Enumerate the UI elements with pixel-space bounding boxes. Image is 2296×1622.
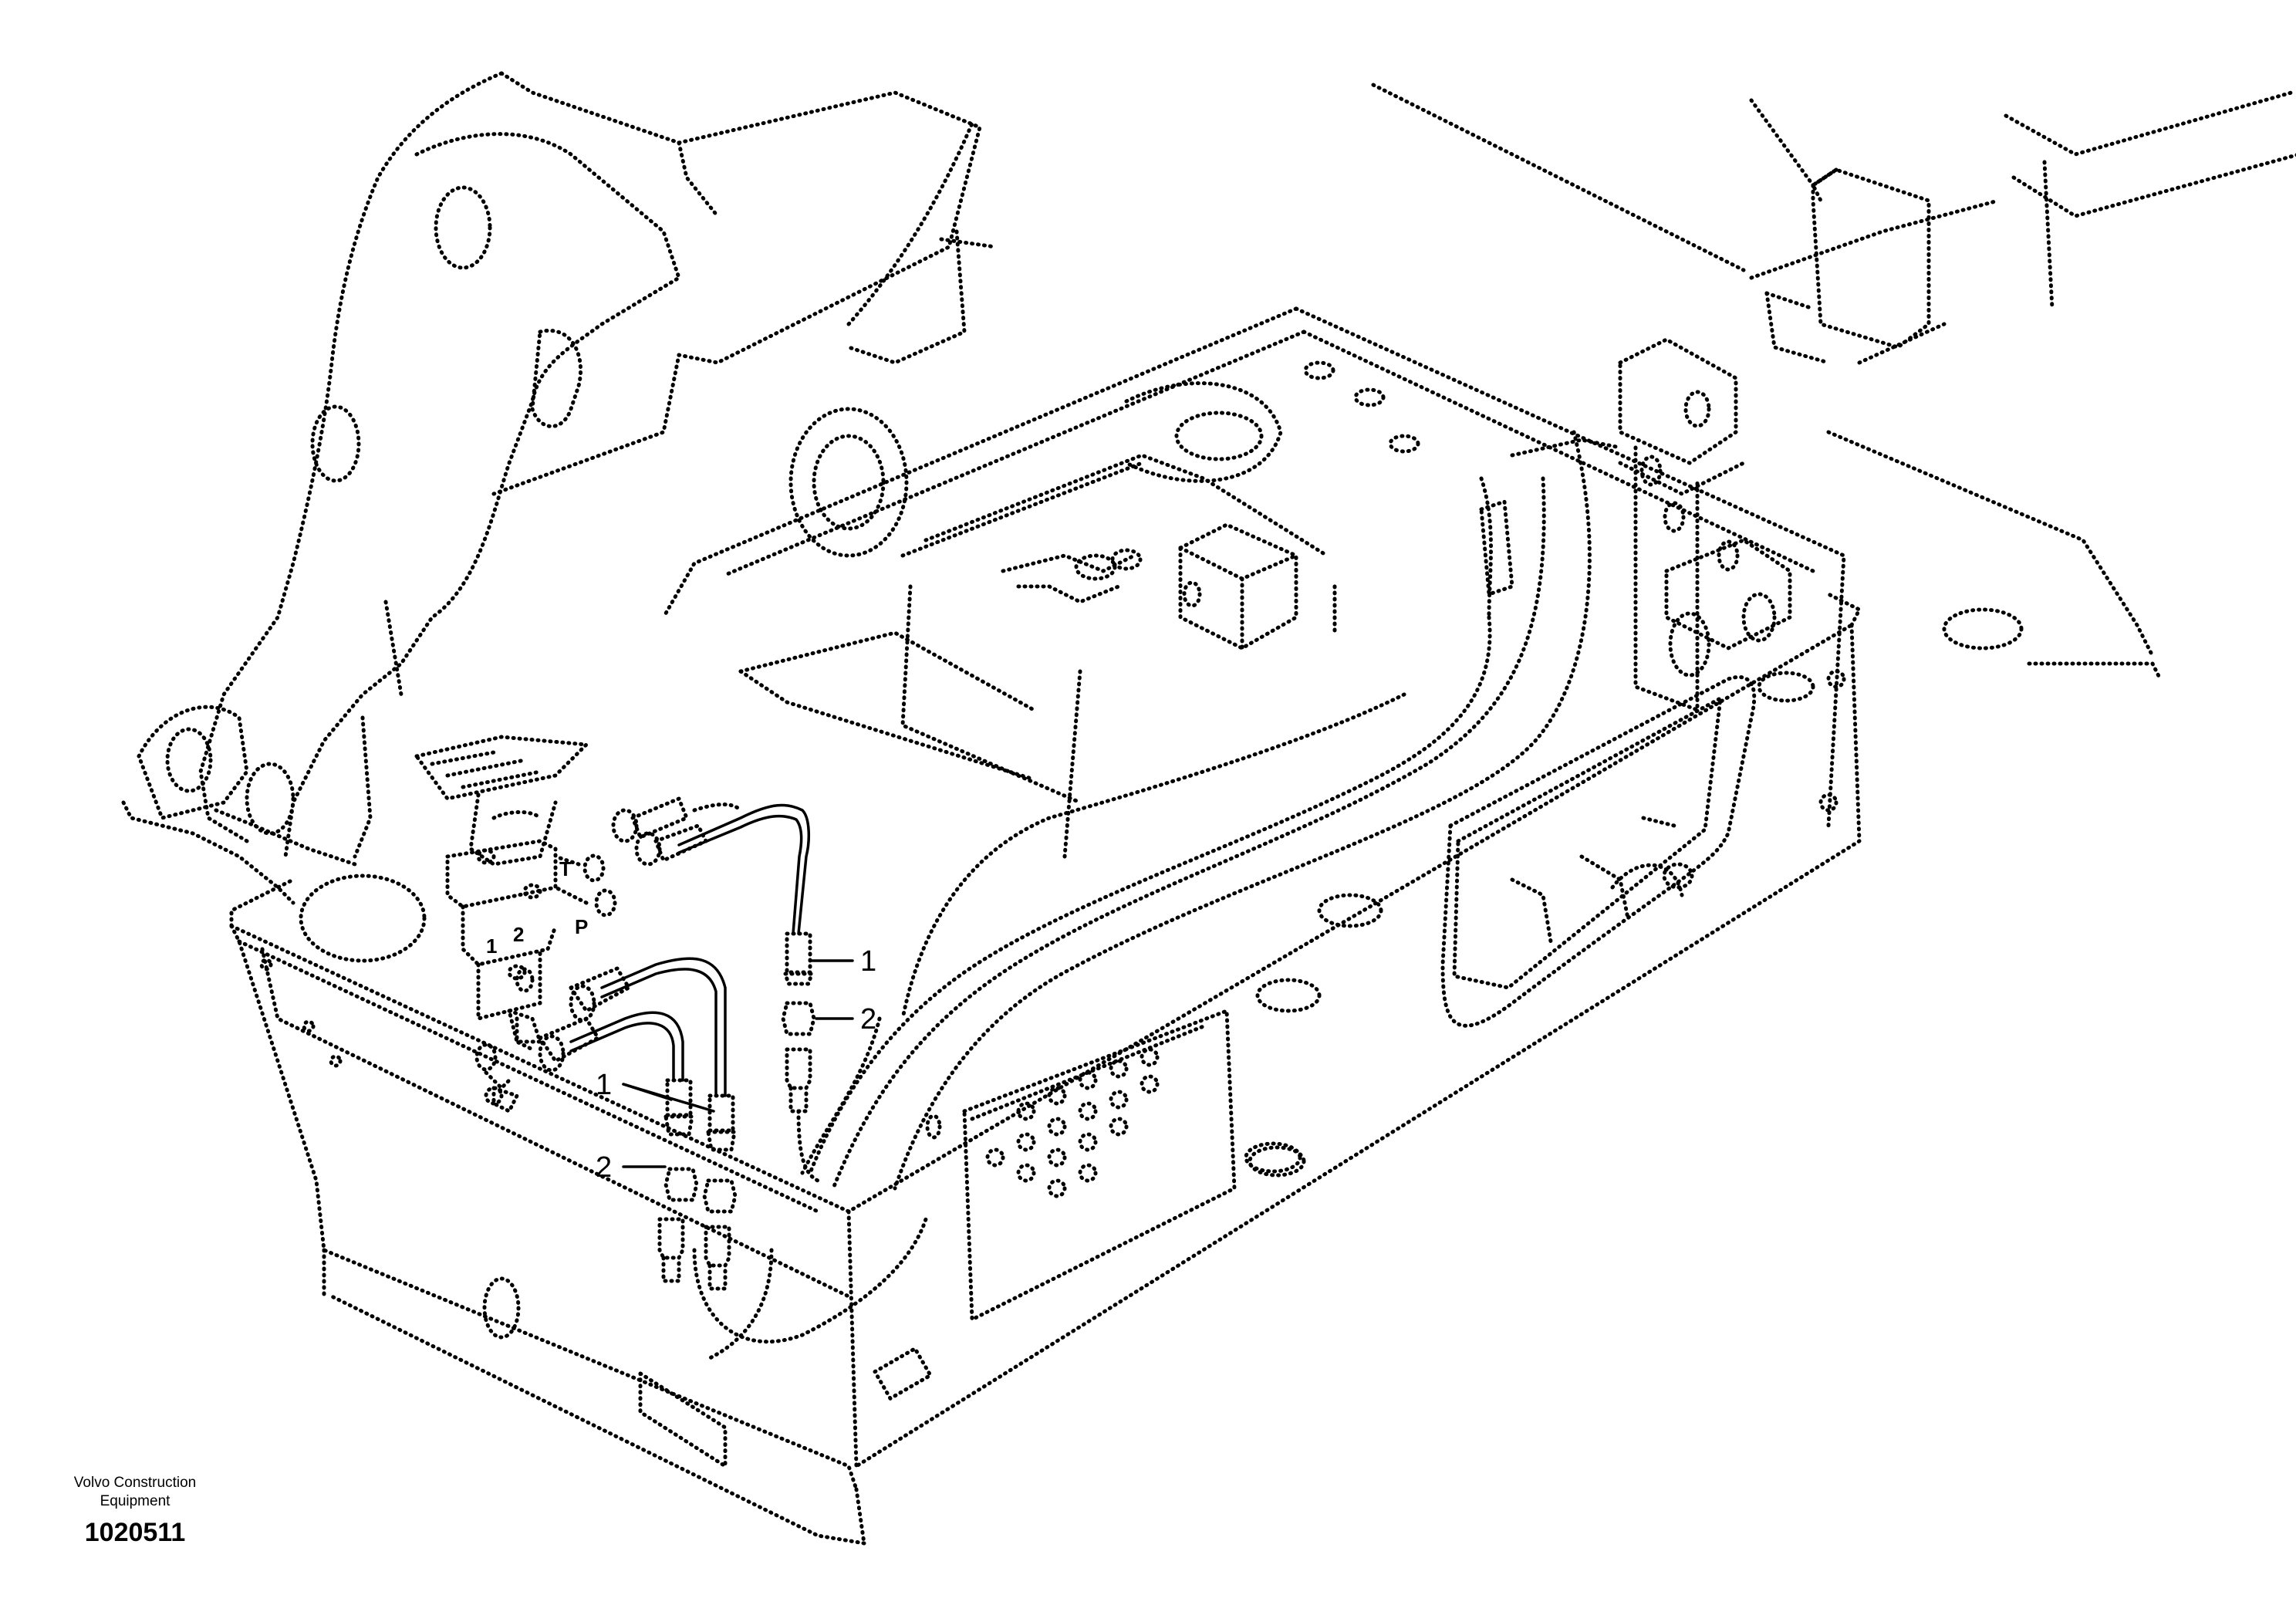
bracket-hole — [245, 762, 295, 836]
test-nipple — [781, 1001, 816, 1036]
hose-fitting — [1074, 553, 1117, 581]
grille — [925, 1009, 1237, 1322]
elbow-fitting — [491, 1086, 519, 1113]
valve-body — [445, 839, 558, 909]
hose-fitting — [1110, 548, 1143, 571]
hose-assemblies — [538, 796, 814, 1152]
valve-block — [1618, 337, 1738, 465]
frame-bolt — [302, 1019, 316, 1033]
callout-item-1: 1 — [860, 945, 876, 978]
quick-coupling — [707, 1093, 735, 1133]
frame-slot — [1248, 1145, 1306, 1178]
valve-bolt — [476, 848, 496, 865]
deck-bolt — [1303, 360, 1335, 380]
o-ring — [582, 853, 606, 883]
frame-slot — [1317, 893, 1383, 928]
company-name-line-1: Volvo Construction — [73, 1475, 197, 1491]
coupling-nut — [611, 808, 639, 843]
frame-slot — [1255, 978, 1322, 1013]
foot-pedal-valve: T P 1 2 — [299, 735, 617, 1113]
callout-leader — [622, 1083, 715, 1113]
boom-bracket — [121, 71, 998, 905]
frame-bolt — [1818, 792, 1838, 813]
quick-coupling — [785, 931, 812, 975]
valve-port — [1741, 592, 1777, 643]
control-valves — [1001, 337, 1792, 712]
solenoid-box — [1178, 522, 1298, 650]
boom-pivot-inner — [812, 434, 886, 531]
mating-connector — [704, 1225, 731, 1268]
quick-coupling-tip — [706, 1130, 737, 1152]
valve-port — [1663, 501, 1686, 533]
bracket-hole — [434, 185, 492, 270]
mating-connector — [785, 1047, 812, 1090]
company-name: Volvo Construction Equipment — [39, 1474, 231, 1511]
hose-end-coupling — [569, 966, 631, 1013]
coupling-nut — [538, 1034, 566, 1073]
callouts: 1 2 1 2 — [596, 945, 876, 1184]
rear-bracket — [1764, 167, 1931, 365]
coupling-nut — [569, 984, 596, 1022]
solenoid-plug — [1182, 580, 1202, 608]
adapter — [515, 967, 535, 993]
test-nipple — [663, 1167, 699, 1202]
valve-port — [1639, 454, 1663, 487]
callout-item-1: 1 — [596, 1069, 612, 1101]
bracket-hole — [310, 404, 361, 483]
test-nipple — [702, 1178, 738, 1214]
company-name-line-2: Equipment — [100, 1493, 171, 1509]
hose-fitting — [1479, 499, 1514, 596]
grille-bolt — [925, 1113, 942, 1140]
bracket-hole — [165, 727, 213, 793]
callout-item-2: 2 — [596, 1151, 612, 1184]
deck-opening — [1174, 411, 1264, 461]
test-nipples — [657, 1001, 820, 1291]
hose-end-coupling — [630, 796, 689, 840]
coupling-nut — [634, 831, 662, 867]
boom-pivot — [788, 407, 909, 558]
frame-bolt — [329, 1054, 343, 1068]
frame-bolt — [1826, 669, 1846, 689]
frame-slot — [1244, 1141, 1302, 1174]
quick-coupling-tip — [663, 1114, 694, 1137]
port-label-t: T — [559, 857, 572, 880]
elbow-fitting — [507, 1009, 542, 1044]
callout-item-2: 2 — [860, 1003, 876, 1036]
deck-bolt — [1353, 387, 1386, 407]
frame-slot — [482, 1276, 521, 1340]
valve-block-lower — [1664, 538, 1792, 650]
quick-coupling-tip — [783, 972, 814, 986]
valve-port — [1717, 539, 1740, 572]
upper-frame — [661, 83, 2296, 859]
valve-port — [1668, 611, 1711, 678]
hose-end-coupling — [653, 823, 708, 863]
frame-slot — [1757, 671, 1815, 703]
deck-bolt — [1388, 434, 1420, 454]
grille-holes — [985, 1047, 1160, 1198]
adapter — [474, 1042, 498, 1072]
frame-bolt — [259, 958, 273, 972]
port-label-2: 2 — [513, 923, 524, 946]
frame-slot — [1942, 607, 2024, 650]
side-window — [1440, 675, 1757, 1028]
port-label-p: P — [575, 915, 588, 938]
hose-end-coupling — [538, 1016, 600, 1063]
mounting-hole — [299, 874, 427, 963]
window-bolt — [1662, 862, 1694, 890]
mating-connector — [657, 1217, 685, 1260]
drawing-number: 1020511 — [84, 1518, 186, 1547]
pedal — [414, 735, 589, 801]
main-frame — [229, 592, 1862, 1546]
valve-port — [1683, 390, 1711, 428]
port-label-1: 1 — [486, 934, 497, 958]
o-ring — [594, 888, 617, 917]
valve-bolt — [522, 883, 542, 900]
hose-bundle — [692, 430, 1592, 1360]
